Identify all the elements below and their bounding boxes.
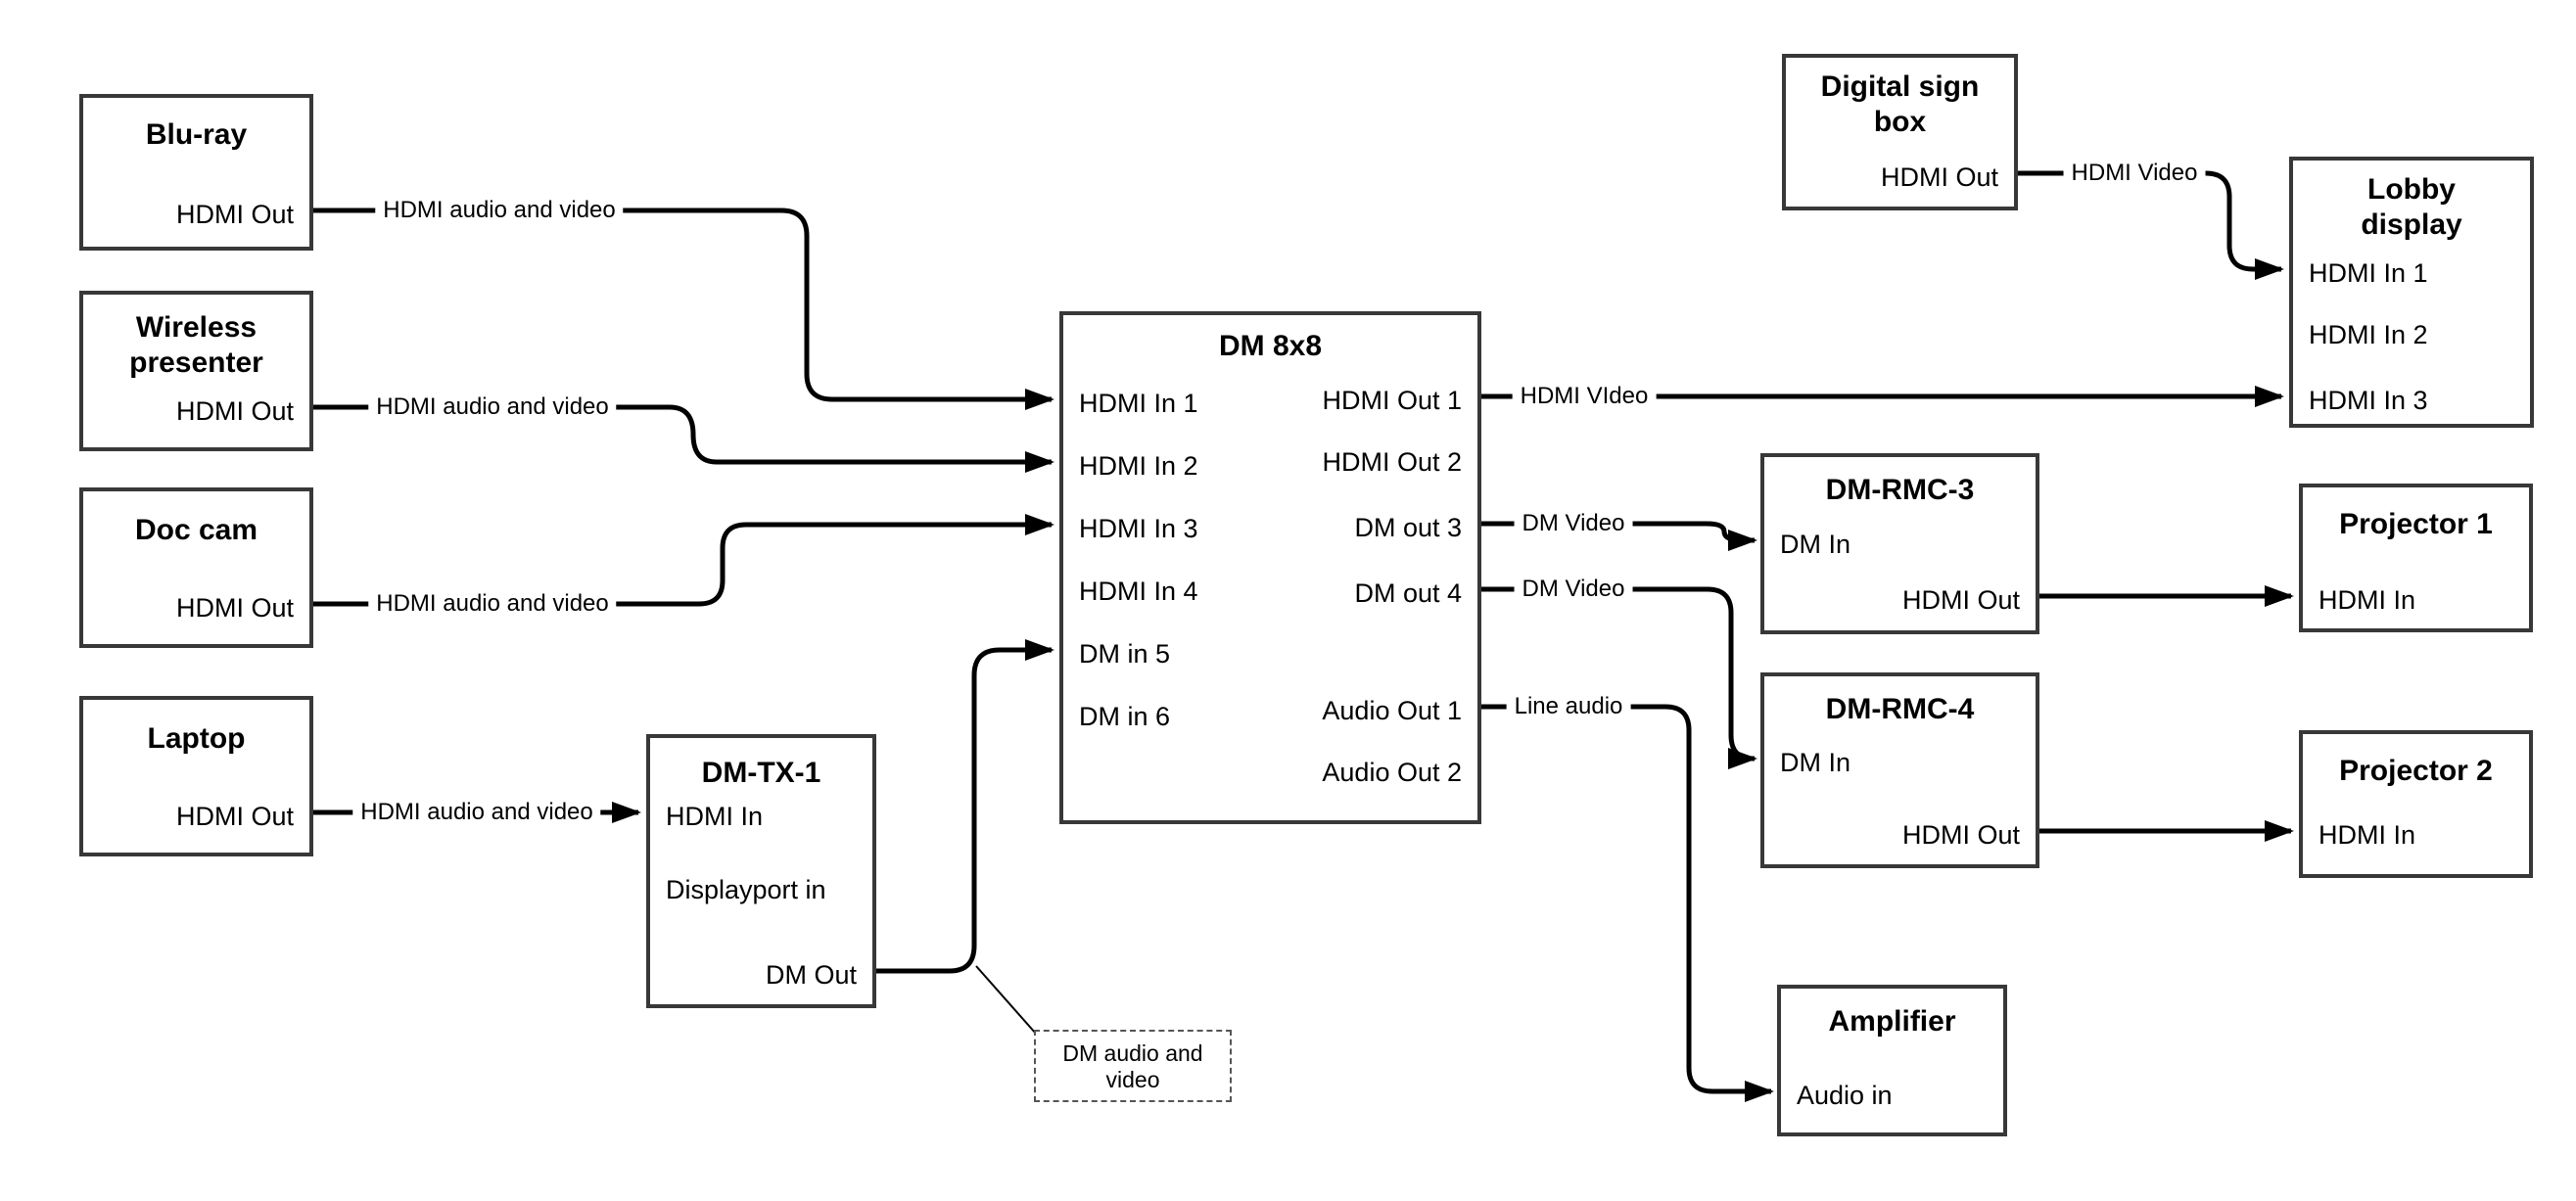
- edge-label-bluray: HDMI audio and video: [375, 197, 624, 224]
- dm8x8-port-dm-in-6: DM in 6: [1079, 702, 1171, 731]
- lobby-port-hdmi-in-1: HDMI In 1: [2309, 258, 2428, 288]
- node-dm-rmc-4: DM-RMC-4 DM In HDMI Out: [1760, 672, 2039, 868]
- node-dm-rmc-3-title: DM-RMC-3: [1825, 474, 1975, 506]
- dmrmc4-port-dm-in: DM In: [1780, 748, 1851, 777]
- node-projector-1-title: Projector 1: [2339, 508, 2493, 540]
- edge-label-laptop: HDMI audio and video: [352, 799, 601, 826]
- node-projector-1: Projector 1 HDMI In: [2299, 484, 2533, 632]
- digitalsign-port-hdmi-out: HDMI Out: [1880, 162, 1998, 192]
- edge-doccam-to-dm8x8-in3: [313, 514, 1054, 607]
- dmrmc4-port-hdmi-out: HDMI Out: [1901, 820, 2020, 850]
- edge-label-wireless: HDMI audio and video: [368, 393, 617, 421]
- dmrmc3-port-dm-in: DM In: [1780, 530, 1851, 559]
- node-dm-tx-1-title: DM-TX-1: [701, 757, 821, 789]
- bluray-port-hdmi-out: HDMI Out: [175, 200, 294, 229]
- dm8x8-port-dm-in-5: DM in 5: [1079, 639, 1171, 669]
- node-lobby-display-title: Lobby display: [2361, 173, 2462, 241]
- edge-wireless-to-dm8x8-in2: [313, 404, 1054, 473]
- dmtx1-port-displayport-in: Displayport in: [666, 875, 826, 904]
- edge-label-hdmi-video-digitalsign: HDMI Video: [2063, 160, 2206, 187]
- node-laptop: Laptop HDMI Out: [79, 696, 313, 856]
- wireless-port-hdmi-out: HDMI Out: [175, 396, 294, 426]
- dm8x8-port-hdmi-out-1: HDMI Out 1: [1322, 386, 1462, 415]
- dm8x8-port-audio-out-1: Audio Out 1: [1322, 696, 1462, 725]
- node-doc-cam-title: Doc cam: [134, 514, 258, 546]
- node-bluray-title: Blu-ray: [145, 118, 248, 151]
- edge-label-dm-video-out3: DM Video: [1514, 510, 1633, 537]
- dm8x8-port-audio-out-2: Audio Out 2: [1322, 758, 1462, 787]
- dm8x8-port-hdmi-in-3: HDMI In 3: [1079, 514, 1198, 543]
- node-dm-8x8-title: DM 8x8: [1218, 330, 1323, 362]
- edge-label-dm-video-out4: DM Video: [1514, 576, 1633, 603]
- node-projector-2-title: Projector 2: [2339, 755, 2493, 787]
- dmtx1-port-dm-out: DM Out: [765, 960, 857, 990]
- node-bluray: Blu-ray HDMI Out: [79, 94, 313, 251]
- amplifier-port-audio-in: Audio in: [1797, 1081, 1893, 1110]
- lobby-port-hdmi-in-3: HDMI In 3: [2309, 386, 2428, 415]
- laptop-port-hdmi-out: HDMI Out: [175, 802, 294, 831]
- node-amplifier: Amplifier Audio in: [1777, 985, 2007, 1136]
- node-lobby-display: Lobby display HDMI In 1 HDMI In 2 HDMI I…: [2289, 157, 2534, 428]
- edge-label-doccam: HDMI audio and video: [368, 590, 617, 618]
- edge-bluray-to-dm8x8-in1: [313, 208, 1054, 410]
- edge-label-hdmi-video-out1: HDMI VIdeo: [1512, 383, 1657, 410]
- node-digital-sign-box: Digital sign box HDMI Out: [1782, 54, 2018, 210]
- edge-label-line-audio: Line audio: [1506, 693, 1631, 720]
- node-digital-sign-box-title: Digital sign box: [1820, 70, 1980, 138]
- node-projector-2: Projector 2 HDMI In: [2299, 730, 2533, 878]
- node-dm-rmc-3: DM-RMC-3 DM In HDMI Out: [1760, 453, 2039, 634]
- edge-dm8x8-out4-to-dmrmc4: [1481, 586, 1757, 769]
- dm8x8-port-hdmi-in-1: HDMI In 1: [1079, 389, 1198, 418]
- dm8x8-port-hdmi-out-2: HDMI Out 2: [1322, 447, 1462, 477]
- dmtx1-port-hdmi-in: HDMI In: [666, 802, 764, 831]
- dm8x8-port-dm-out-3: DM out 3: [1354, 513, 1462, 542]
- node-doc-cam: Doc cam HDMI Out: [79, 487, 313, 648]
- dm8x8-port-hdmi-in-2: HDMI In 2: [1079, 451, 1198, 481]
- edge-dm8x8-audio1-to-amplifier: [1481, 704, 1774, 1102]
- proj2-port-hdmi-in: HDMI In: [2318, 820, 2416, 850]
- dmrmc3-port-hdmi-out: HDMI Out: [1901, 585, 2020, 615]
- proj1-port-hdmi-in: HDMI In: [2318, 585, 2416, 615]
- node-amplifier-title: Amplifier: [1828, 1005, 1956, 1038]
- node-dm-rmc-4-title: DM-RMC-4: [1825, 693, 1975, 725]
- node-laptop-title: Laptop: [147, 722, 246, 755]
- dm8x8-port-dm-out-4: DM out 4: [1354, 578, 1462, 608]
- node-wireless-presenter: Wireless presenter HDMI Out: [79, 291, 313, 451]
- doccam-port-hdmi-out: HDMI Out: [175, 593, 294, 623]
- node-wireless-presenter-title: Wireless presenter: [129, 311, 263, 379]
- callout-dm-audio-and-video: DM audio and video: [1034, 1030, 1232, 1102]
- edge-dm8x8-out3-to-dmrmc3: [1481, 521, 1757, 551]
- edge-digitalsign-to-lobby-in1: [2018, 170, 2284, 280]
- dm8x8-port-hdmi-in-4: HDMI In 4: [1079, 577, 1198, 606]
- node-dm-8x8: DM 8x8 HDMI In 1 HDMI In 2 HDMI In 3 HDM…: [1059, 311, 1481, 824]
- node-dm-tx-1: DM-TX-1 HDMI In Displayport in DM Out: [646, 734, 876, 1008]
- edge-dmtx1-to-dm8x8-dmin5: [876, 639, 1054, 974]
- callout-leader-line: [975, 965, 1037, 1035]
- lobby-port-hdmi-in-2: HDMI In 2: [2309, 320, 2428, 349]
